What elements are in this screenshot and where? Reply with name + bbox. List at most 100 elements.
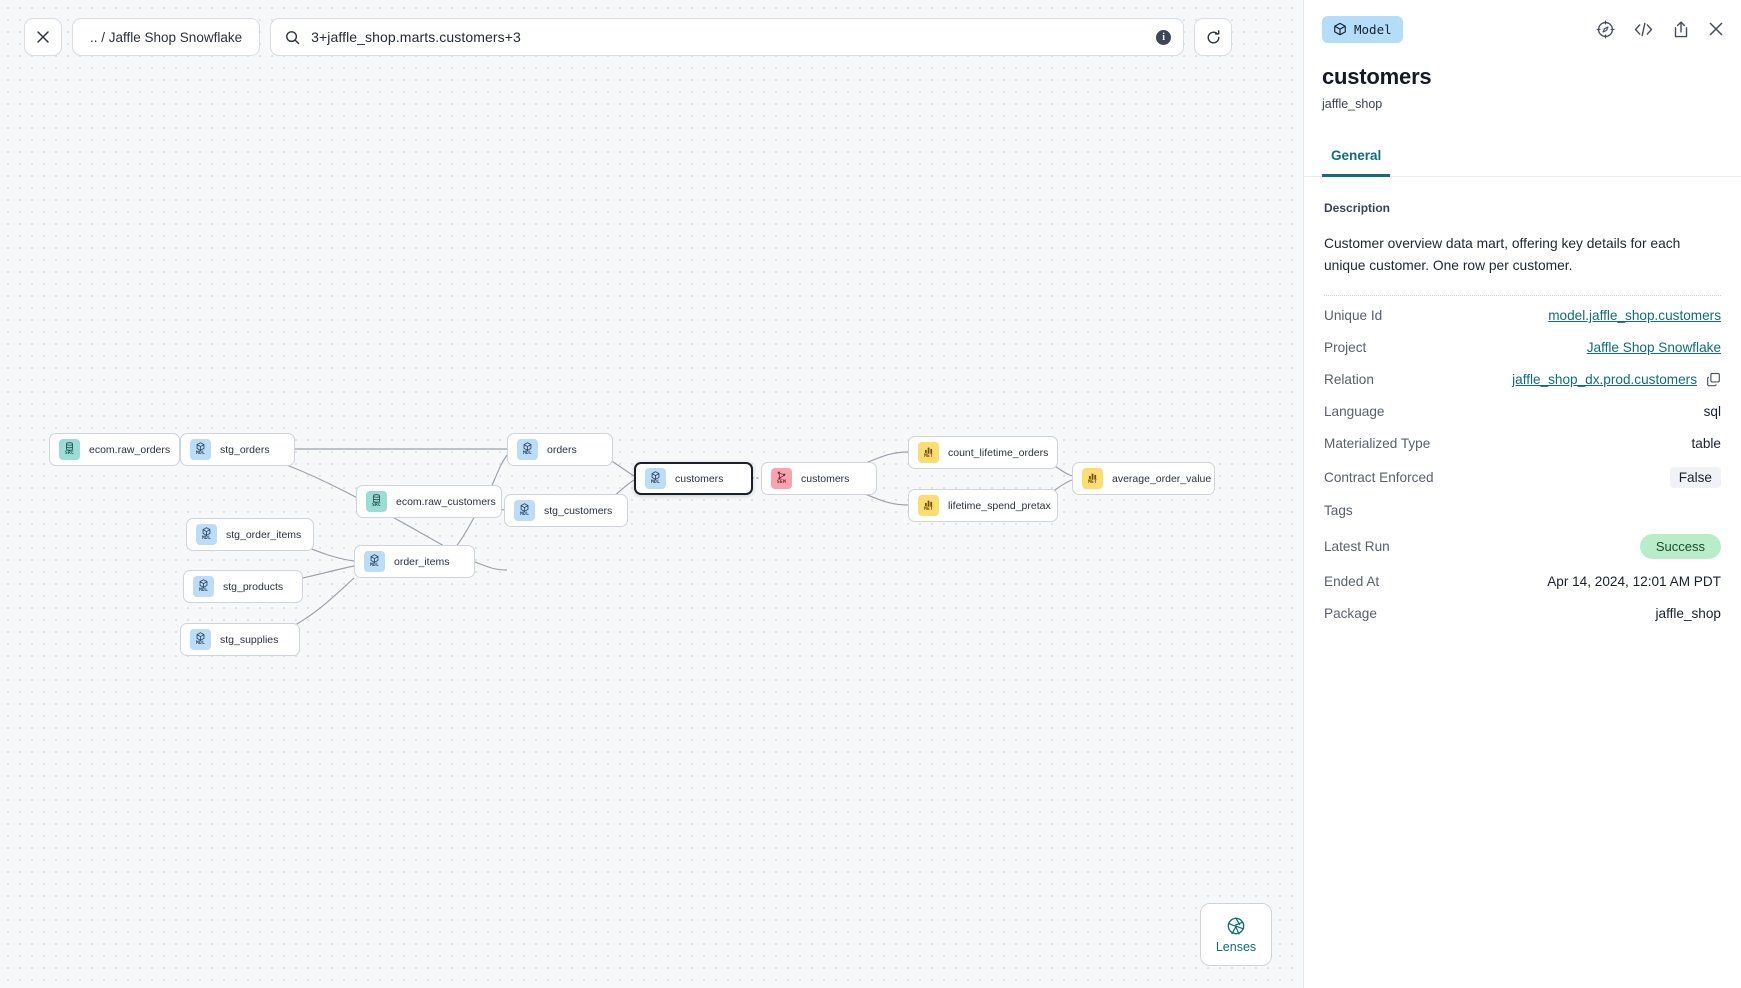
node-label: ecom.raw_customers	[396, 495, 496, 508]
detail-value: False	[1669, 466, 1721, 488]
breadcrumb[interactable]: .. / Jaffle Shop Snowflake	[72, 18, 261, 56]
lineage-node-customers-sem[interactable]: SEM customers	[761, 462, 877, 495]
tab-general[interactable]: General	[1322, 142, 1391, 177]
detail-key: Project	[1324, 340, 1367, 356]
aperture-icon	[1227, 917, 1245, 935]
cube-icon	[1334, 22, 1346, 36]
detail-key: Language	[1324, 404, 1385, 420]
node-label: orders	[547, 443, 577, 456]
copy-icon[interactable]	[1706, 372, 1721, 387]
refresh-icon	[1207, 29, 1220, 43]
detail-key: Ended At	[1324, 574, 1380, 590]
refresh-button[interactable]	[1194, 18, 1233, 56]
focus-button[interactable]	[1596, 19, 1615, 39]
detail-row-project: Project Jaffle Shop Snowflake	[1324, 332, 1721, 364]
node-label: customers	[801, 472, 850, 485]
node-label: count_lifetime_orders	[948, 446, 1049, 459]
panel-header: customers jaffle_shop	[1304, 58, 1741, 111]
node-label: stg_order_items	[226, 528, 302, 541]
code-icon	[1634, 22, 1653, 36]
panel-subtitle: jaffle_shop	[1322, 97, 1383, 111]
detail-key: Relation	[1324, 372, 1374, 388]
close-icon	[1709, 22, 1723, 36]
lineage-node-count-lifetime-orders[interactable]: MET count_lifetime_orders	[908, 436, 1058, 469]
node-label: ecom.raw_orders	[89, 443, 171, 456]
lineage-node-orders[interactable]: MDL orders	[507, 433, 613, 466]
code-button[interactable]	[1633, 20, 1654, 39]
node-label: order_items	[394, 555, 450, 568]
node-type-icon-mdl: MDL	[193, 576, 214, 597]
detail-key: Package	[1324, 606, 1377, 622]
share-icon	[1674, 20, 1688, 37]
lineage-node-stg-order-items[interactable]: MDL stg_order_items	[186, 518, 314, 551]
share-button[interactable]	[1672, 20, 1690, 39]
node-label: average_order_value	[1112, 472, 1212, 485]
panel-close-button[interactable]	[1708, 21, 1724, 37]
description-text: Customer overview data mart, offering ke…	[1324, 236, 1681, 274]
node-type-icon-met: MET	[918, 495, 939, 516]
lineage-canvas[interactable]: .. / Jaffle Shop Snowflake 3+jaffle_shop…	[0, 0, 1303, 988]
lenses-button[interactable]: Lenses	[1200, 903, 1272, 966]
info-icon[interactable]: i	[1156, 29, 1172, 45]
detail-row-latest-run: Latest Run Success	[1324, 527, 1721, 566]
node-label: stg_customers	[544, 504, 613, 517]
lineage-node-stg-customers[interactable]: MDL stg_customers	[504, 494, 628, 527]
node-type-icon-mdl: MDL	[517, 439, 538, 460]
lineage-node-stg-supplies[interactable]: MDL stg_supplies	[180, 623, 300, 656]
detail-value: Apr 14, 2024, 12:01 AM PDT	[1547, 574, 1721, 590]
lineage-node-average-order-value[interactable]: MET average_order_value	[1072, 462, 1215, 495]
panel-tabs: General	[1304, 142, 1741, 177]
node-type-icon-sem: SEM	[771, 468, 792, 489]
lineage-node-stg-orders[interactable]: MDL stg_orders	[180, 433, 295, 466]
detail-value-group: jaffle_shop_dx.prod.customers	[1512, 372, 1721, 387]
node-type-icon-mdl: MDL	[514, 500, 535, 521]
detail-key: Tags	[1324, 503, 1353, 519]
close-button[interactable]	[24, 18, 62, 56]
detail-row-ended-at: Ended At Apr 14, 2024, 12:01 AM PDT	[1324, 566, 1721, 598]
detail-key: Contract Enforced	[1324, 469, 1434, 485]
canvas-toolbar: .. / Jaffle Shop Snowflake 3+jaffle_shop…	[24, 18, 1233, 56]
lineage-node-lifetime-spend-pretax[interactable]: MET lifetime_spend_pretax	[908, 489, 1058, 522]
search-input[interactable]: 3+jaffle_shop.marts.customers+3 i	[270, 18, 1185, 56]
search-icon	[286, 30, 300, 44]
details-panel: Model	[1303, 0, 1741, 988]
detail-value: Success	[1639, 533, 1721, 559]
page-title: customers	[1322, 64, 1432, 89]
detail-row-contract-enforced: Contract Enforced False	[1324, 460, 1721, 495]
node-type-badge[interactable]: Model	[1322, 15, 1403, 43]
lineage-node-order-items[interactable]: MDL order_items	[354, 545, 475, 578]
panel-action-icons	[1596, 19, 1724, 39]
detail-value[interactable]: jaffle_shop_dx.prod.customers	[1512, 372, 1697, 388]
detail-value[interactable]: model.jaffle_shop.customers	[1548, 308, 1721, 324]
detail-key: Unique Id	[1324, 308, 1383, 324]
detail-value: table	[1691, 436, 1721, 452]
node-label: stg_orders	[220, 443, 270, 456]
node-type-icon-mdl: MDL	[196, 524, 217, 545]
node-type-icon-mdl: MDL	[190, 439, 211, 460]
node-type-label: Model	[1354, 21, 1392, 37]
lenses-label: Lenses	[1215, 939, 1257, 954]
panel-body: Description Customer overview data mart,…	[1304, 177, 1741, 630]
node-label: stg_supplies	[220, 633, 279, 646]
description-label: Description	[1324, 201, 1391, 215]
detail-value[interactable]: Jaffle Shop Snowflake	[1586, 340, 1721, 356]
node-label: lifetime_spend_pretax	[948, 499, 1051, 512]
compass-icon	[1596, 19, 1615, 39]
detail-row-tags: Tags	[1324, 495, 1721, 527]
node-type-icon-met: MET	[1082, 468, 1103, 489]
node-label: customers	[675, 472, 724, 485]
detail-row-relation: Relation jaffle_shop_dx.prod.customers	[1324, 364, 1721, 396]
detail-key: Latest Run	[1324, 538, 1390, 554]
node-type-icon-mdl: MDL	[190, 629, 211, 650]
node-type-icon-met: MET	[918, 442, 939, 463]
node-type-icon-mdl: MDL	[364, 551, 385, 572]
search-value: 3+jaffle_shop.marts.customers+3	[311, 29, 521, 45]
